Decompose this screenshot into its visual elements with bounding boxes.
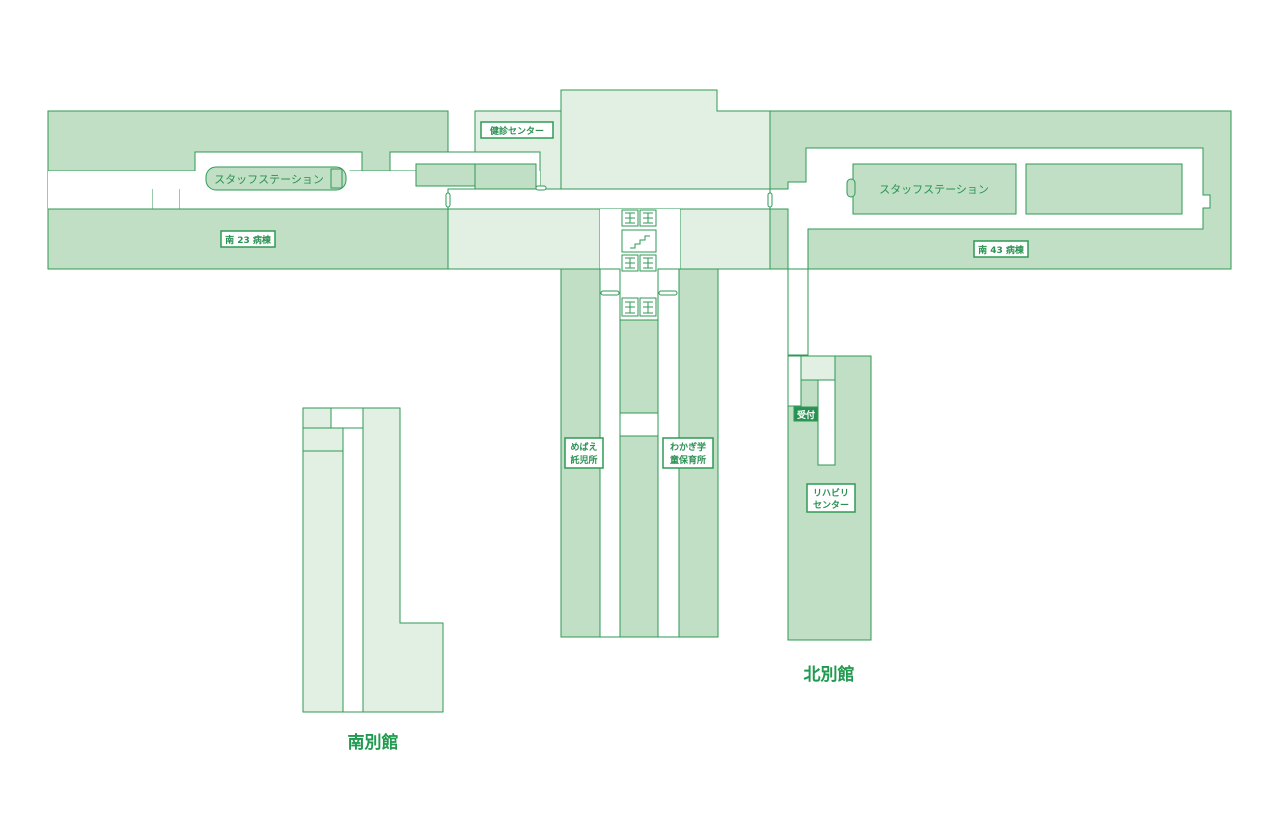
south-annex-block bbox=[302, 407, 444, 713]
ward-s43-text: 南 43 病棟 bbox=[978, 244, 1025, 256]
rehab-line1: リハビリ bbox=[813, 487, 849, 499]
door-marker bbox=[767, 192, 773, 208]
staff-station-west-text: スタッフステーション bbox=[214, 173, 324, 186]
nursery-line2: 託児所 bbox=[570, 454, 597, 466]
elevator-icon bbox=[639, 297, 657, 317]
label-health-center: 健診センター bbox=[480, 121, 554, 139]
label-ward-s23: 南 23 病棟 bbox=[220, 230, 276, 248]
rehab-line2: センター bbox=[813, 499, 849, 511]
elevator-icon bbox=[621, 297, 639, 317]
nursery-line1: めばえ bbox=[570, 441, 597, 453]
north-annex-title: 北別館 bbox=[804, 664, 855, 685]
label-ward-s43: 南 43 病棟 bbox=[973, 240, 1029, 258]
north-annex-block bbox=[787, 268, 872, 641]
stairs-icon bbox=[621, 229, 657, 253]
ward-s23-text: 南 23 病棟 bbox=[225, 234, 272, 246]
label-reception: 受付 bbox=[793, 406, 819, 422]
reception-text: 受付 bbox=[797, 409, 815, 421]
afterschool-line2: 童保育所 bbox=[670, 454, 706, 466]
label-afterschool: わかぎ学 童保育所 bbox=[662, 437, 714, 469]
staff-station-east-text: スタッフステーション bbox=[879, 183, 989, 196]
health-center-text: 健診センター bbox=[490, 125, 544, 137]
west-wing bbox=[47, 110, 562, 270]
restroom-icon bbox=[621, 209, 639, 227]
restroom-icon bbox=[639, 209, 657, 227]
door-marker bbox=[658, 290, 678, 296]
label-rehab: リハビリ センター bbox=[806, 483, 856, 513]
afterschool-line1: わかぎ学 bbox=[670, 441, 706, 453]
door-marker bbox=[445, 192, 451, 208]
door-marker bbox=[535, 185, 547, 191]
staff-station-east-shape bbox=[852, 163, 1017, 215]
label-nursery: めばえ 託児所 bbox=[564, 437, 604, 469]
restroom-icon bbox=[621, 254, 639, 272]
door-marker bbox=[600, 290, 620, 296]
restroom-icon bbox=[639, 254, 657, 272]
staff-station-west-shape bbox=[205, 166, 347, 191]
south-annex-title: 南別館 bbox=[348, 732, 399, 753]
